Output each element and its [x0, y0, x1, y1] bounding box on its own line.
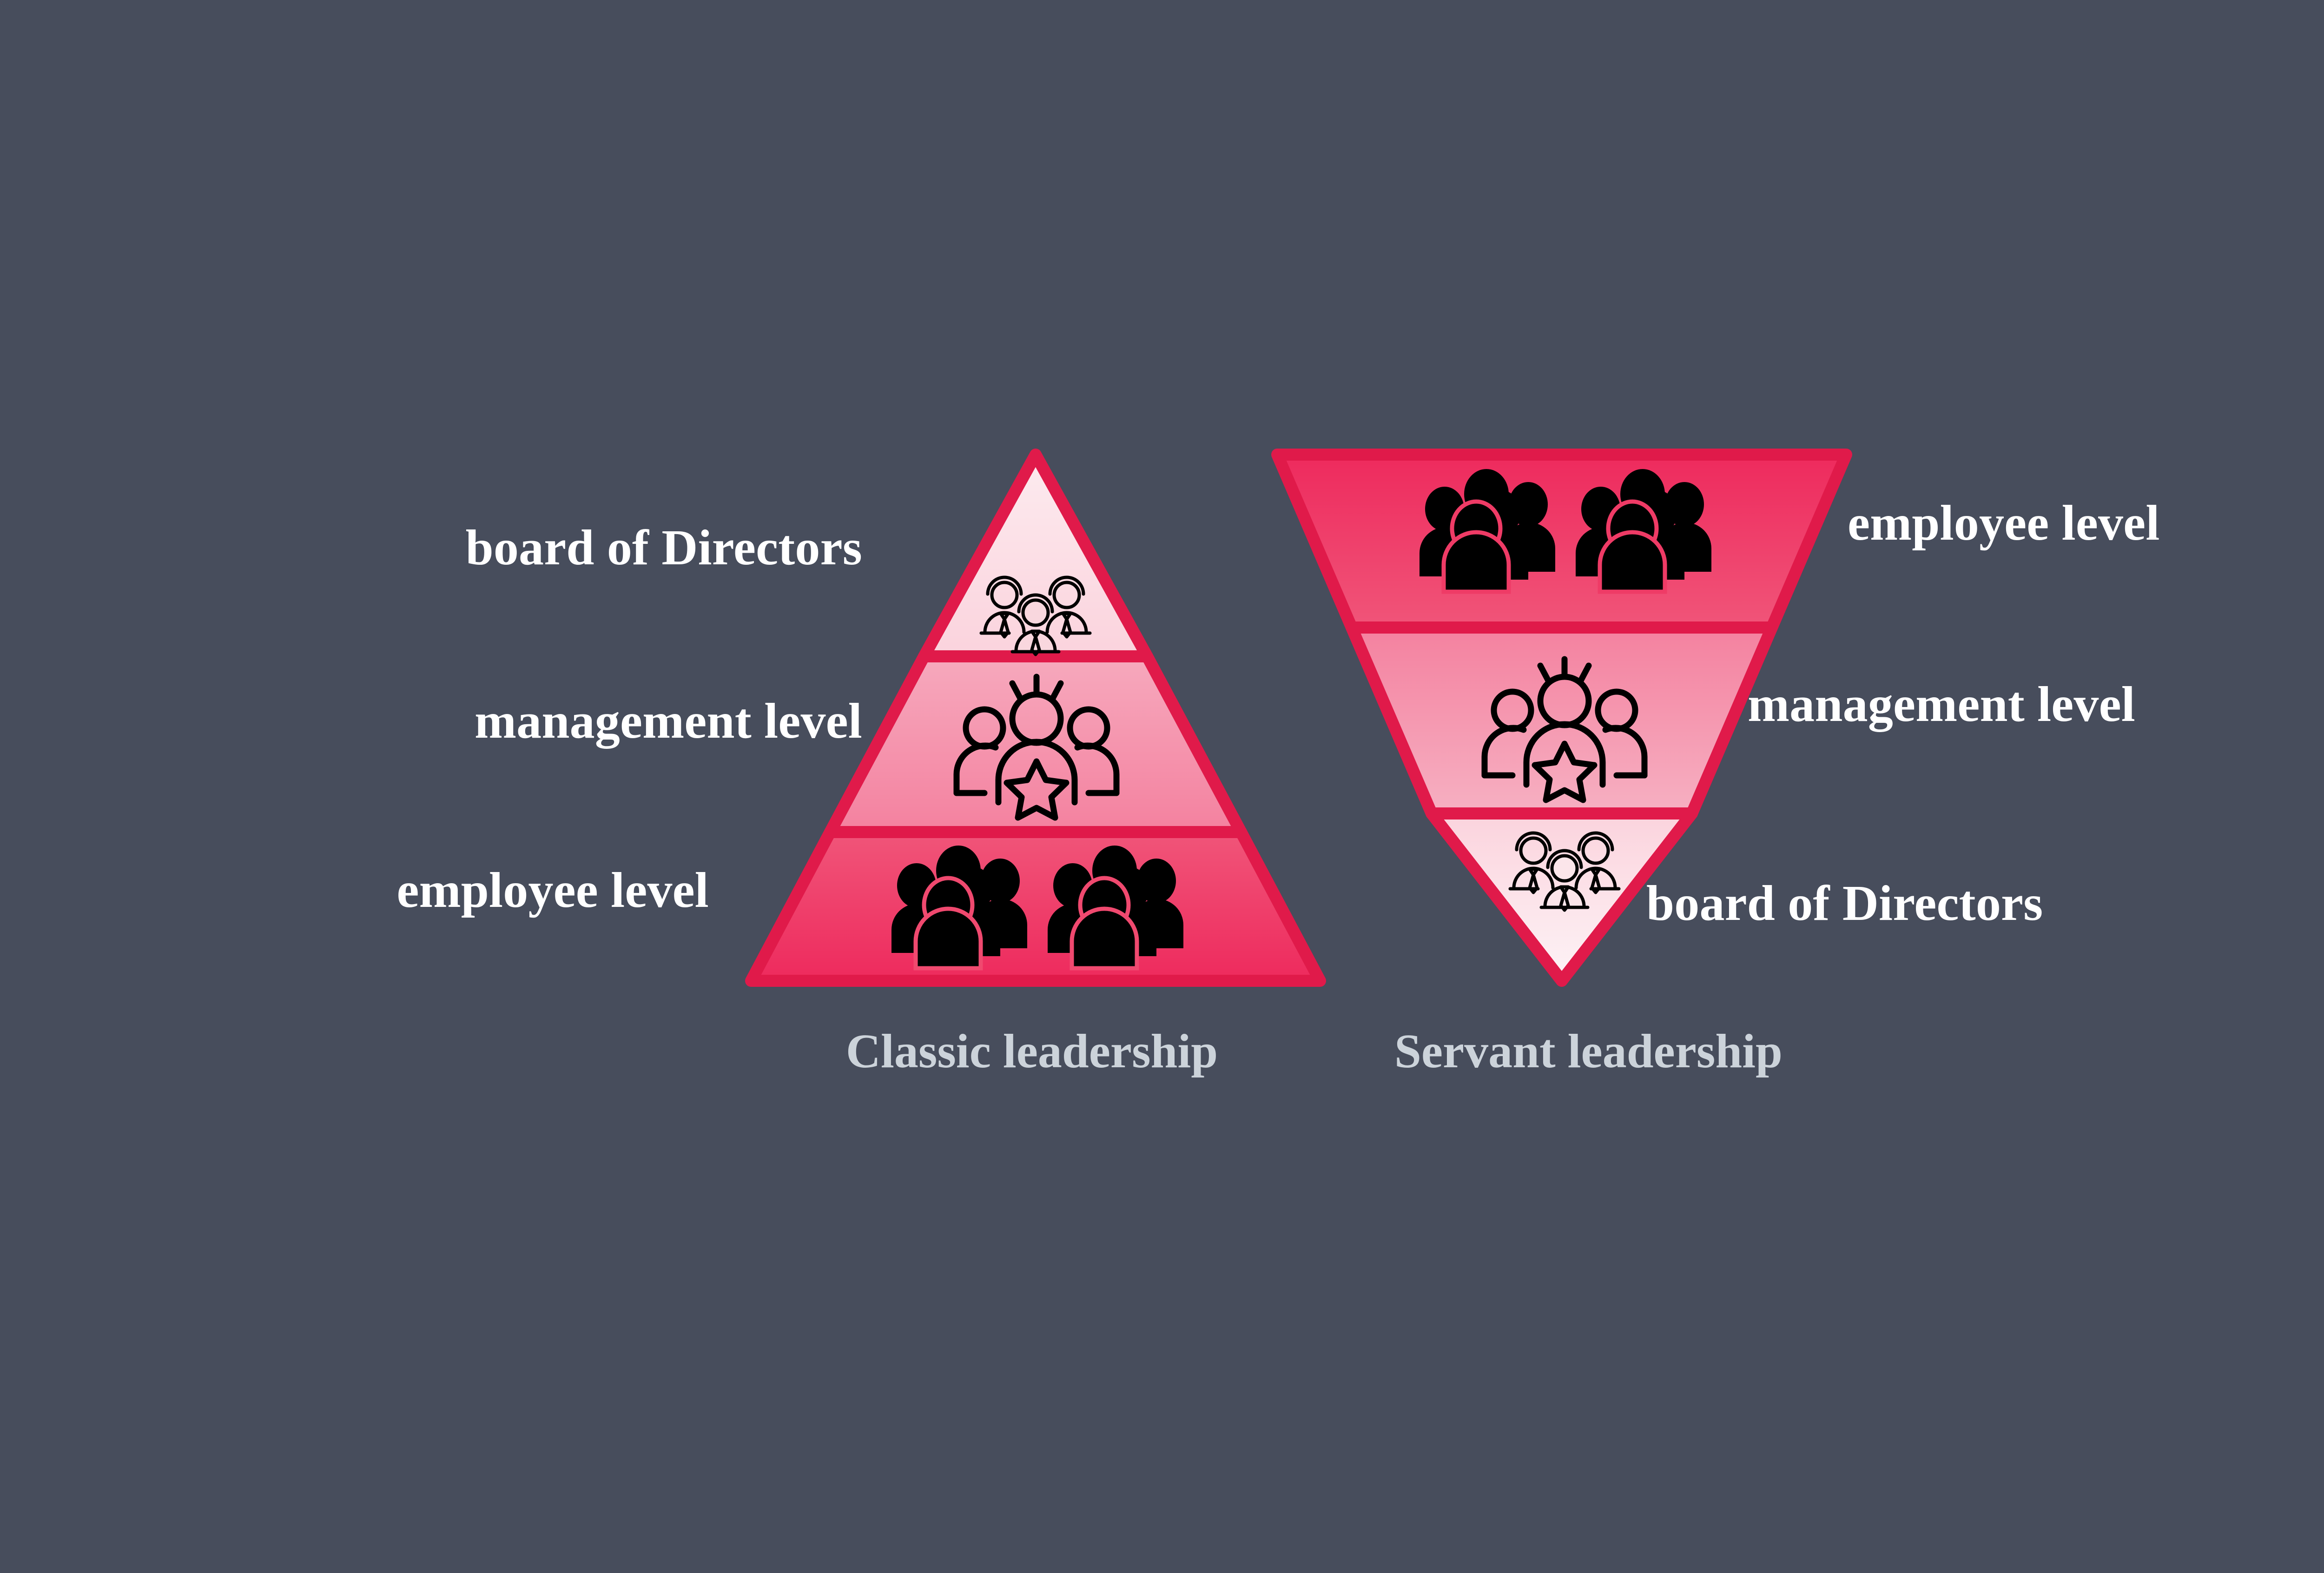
caption-servant-leadership: Servant leadership	[1394, 1024, 1783, 1078]
employee-crowd-icon	[1576, 469, 1711, 594]
icon-slot-servant-board	[1505, 831, 1624, 912]
label-classic-board-of-directors: board of Directors	[465, 520, 862, 575]
board-of-directors-icon	[979, 575, 1092, 656]
label-servant-board-of-directors: board of Directors	[1646, 876, 2043, 931]
servant-leadership-pyramid	[1267, 446, 1862, 995]
label-classic-management-level: management level	[475, 694, 862, 749]
caption-classic-leadership: Classic leadership	[845, 1024, 1218, 1078]
employee-crowd-icon	[1419, 469, 1555, 594]
label-classic-employee-level: employee level	[396, 863, 709, 918]
icon-slot-classic-management	[947, 668, 1126, 821]
employee-crowd-icon	[891, 846, 1027, 971]
icon-slot-servant-employee	[1402, 469, 1727, 595]
management-team-star-icon	[1481, 656, 1648, 803]
employee-crowd-icon	[1048, 846, 1183, 971]
management-team-star-icon	[953, 674, 1120, 821]
board-of-directors-icon	[1508, 831, 1621, 912]
icon-slot-classic-employee	[874, 846, 1199, 972]
classic-leadership-pyramid	[734, 446, 1329, 995]
icon-slot-servant-management	[1475, 651, 1654, 803]
label-servant-employee-level: employee level	[1848, 496, 2160, 551]
icon-slot-classic-board	[976, 575, 1095, 656]
label-servant-management-level: management level	[1748, 677, 2135, 732]
